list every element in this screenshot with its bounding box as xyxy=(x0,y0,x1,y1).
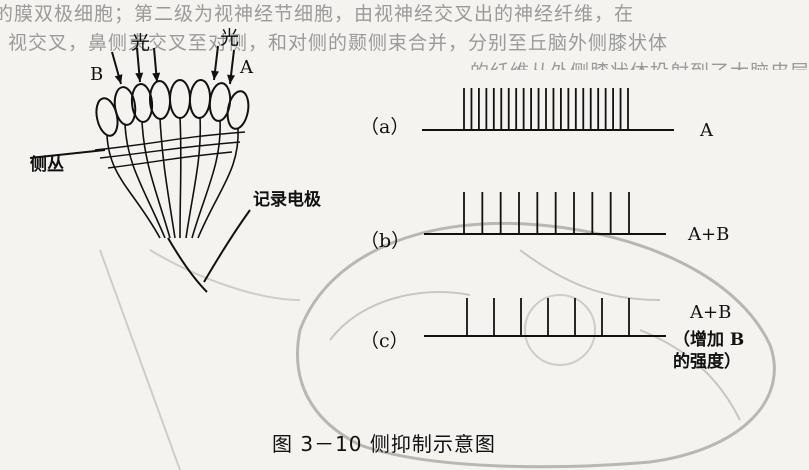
light-arrow-head xyxy=(211,70,220,80)
trace-c-note-2: 的强度） xyxy=(673,352,741,372)
nerve-fiber xyxy=(141,120,171,239)
trace-b-label: A+B xyxy=(688,224,730,245)
plexus-pointer xyxy=(29,149,106,159)
nerve-fiber xyxy=(179,116,182,239)
figure-caption: 图 3－10 侧抑制示意图 xyxy=(272,432,496,456)
cell-label-b: B xyxy=(90,64,104,85)
nerve-fiber xyxy=(159,117,176,239)
spike-traces xyxy=(422,88,674,337)
nerve-fiber xyxy=(191,119,221,239)
light-arrow-head xyxy=(152,72,161,82)
receptor-cell xyxy=(113,86,137,126)
trace-c-tag: （c） xyxy=(360,330,409,352)
receptor-cell xyxy=(226,90,250,130)
light-label-left: 光 xyxy=(131,32,151,54)
trace-b-tag: （b） xyxy=(360,230,411,252)
retina-cells-diagram xyxy=(29,45,251,293)
trace-a-tag: （a） xyxy=(360,116,410,138)
nerve-fiber xyxy=(197,127,239,239)
lateral-plexus-line xyxy=(99,141,241,159)
background-text-line-2: 视交叉，鼻侧束交叉至对侧，和对侧的颞侧束合并，分别至丘脑外侧膝状体 xyxy=(8,32,669,54)
light-arrow-head xyxy=(135,72,144,82)
receptor-cell xyxy=(188,79,212,119)
receptor-cell xyxy=(95,97,119,137)
background-text-line-1: 的膜双极细胞；第二级为视神经节细胞，由视神经交叉出的神经纤维，在 xyxy=(0,3,635,25)
lateral-plexus-line xyxy=(107,151,233,169)
light-arrow-head xyxy=(227,74,236,84)
lateral-plexus-line xyxy=(94,131,246,151)
background-text-line-3: 的纤维从外侧膝状体投射到了大脑皮层中的纹状区（图 xyxy=(470,58,809,70)
nerve-fiber xyxy=(106,134,161,239)
cell-label-a: A xyxy=(240,57,253,78)
light-arrow-head xyxy=(114,74,123,84)
receptor-cell xyxy=(169,79,191,119)
trace-a-label: A xyxy=(700,120,713,141)
receptor-cell xyxy=(130,83,154,123)
trace-c-label: A+B xyxy=(690,302,732,323)
nerve-fiber xyxy=(124,123,166,239)
light-label-right: 光 xyxy=(220,27,240,49)
recording-electrode xyxy=(167,237,208,293)
recording-electrode-label: 记录电极 xyxy=(253,190,321,210)
nerve-fiber xyxy=(185,116,202,239)
trace-c-note-1: （增加 B xyxy=(673,330,745,350)
electrode-pointer xyxy=(203,209,251,283)
background-text: 的膜双极细胞；第二级为视神经节细胞，由视神经交叉出的神经纤维，在 视交叉，鼻侧束… xyxy=(0,0,809,70)
lateral-plexus-label: 侧丛 xyxy=(30,155,64,175)
